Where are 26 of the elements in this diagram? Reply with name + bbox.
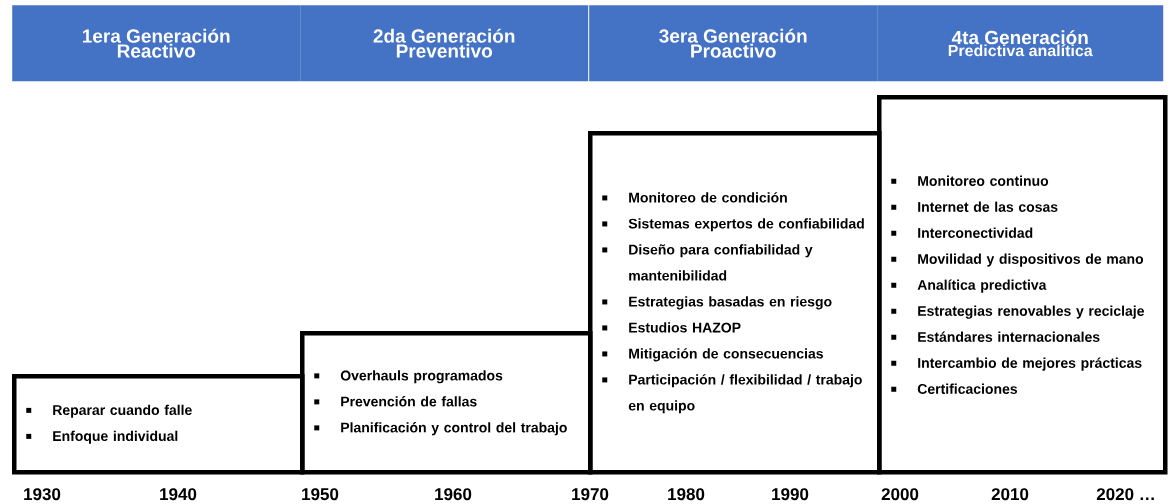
year-label: 1940 (160, 488, 197, 501)
step-box: Monitoreo de condición Sistemas expertos de confiabilidad Diseño para confiabilidad y mantenibilidad Estrategias basadas en riesgo Estudios HAZOP Mitigación de consecuencias Participación / flexibilidad / trabajo en equipo (588, 131, 882, 475)
step-box: Monitoreo continuo Internet de las cosas Interconectividad Movilidad y dispositivos de mano Analítica predictiva Estrategias renovables y reciclaje Estándares internacionales Intercambio de mejores prácticas Certificaciones (877, 95, 1168, 475)
header-band: 4ta Generación Predictiva analítica (877, 5, 1164, 82)
header-band: 1era Generación Reactivo (12, 5, 301, 82)
year-label: 2000 (881, 488, 919, 501)
year-label: 1930 (24, 488, 61, 501)
year-label: 2010 (991, 488, 1029, 501)
node-label: Predictiva analítica (948, 44, 1093, 57)
year-label: 1950 (302, 488, 339, 501)
header-band: 3era Generación Proactivo (589, 5, 878, 82)
year-label: 1980 (668, 488, 705, 501)
node-label: 2da Generación (373, 28, 515, 43)
year-label: 1970 (572, 488, 609, 501)
header-band: 2da Generación Preventivo (300, 5, 589, 82)
step-box: Overhauls programados Prevención de fallas Planificación y control del trabajo (300, 331, 593, 475)
node-label: 3era Generación (659, 28, 807, 43)
node-label: Preventivo (396, 43, 493, 58)
node-label: Reactivo (117, 43, 196, 58)
node-label: Proactivo (691, 43, 776, 58)
year-label: 1990 (772, 488, 809, 501)
year-label: 2020 … (1096, 488, 1154, 501)
node-label: 4ta Generación (951, 30, 1088, 45)
step-box: Reparar cuando falle Enfoque individual (12, 374, 305, 475)
year-label: 1960 (435, 488, 472, 501)
node-label: 1era Generación (82, 28, 230, 43)
